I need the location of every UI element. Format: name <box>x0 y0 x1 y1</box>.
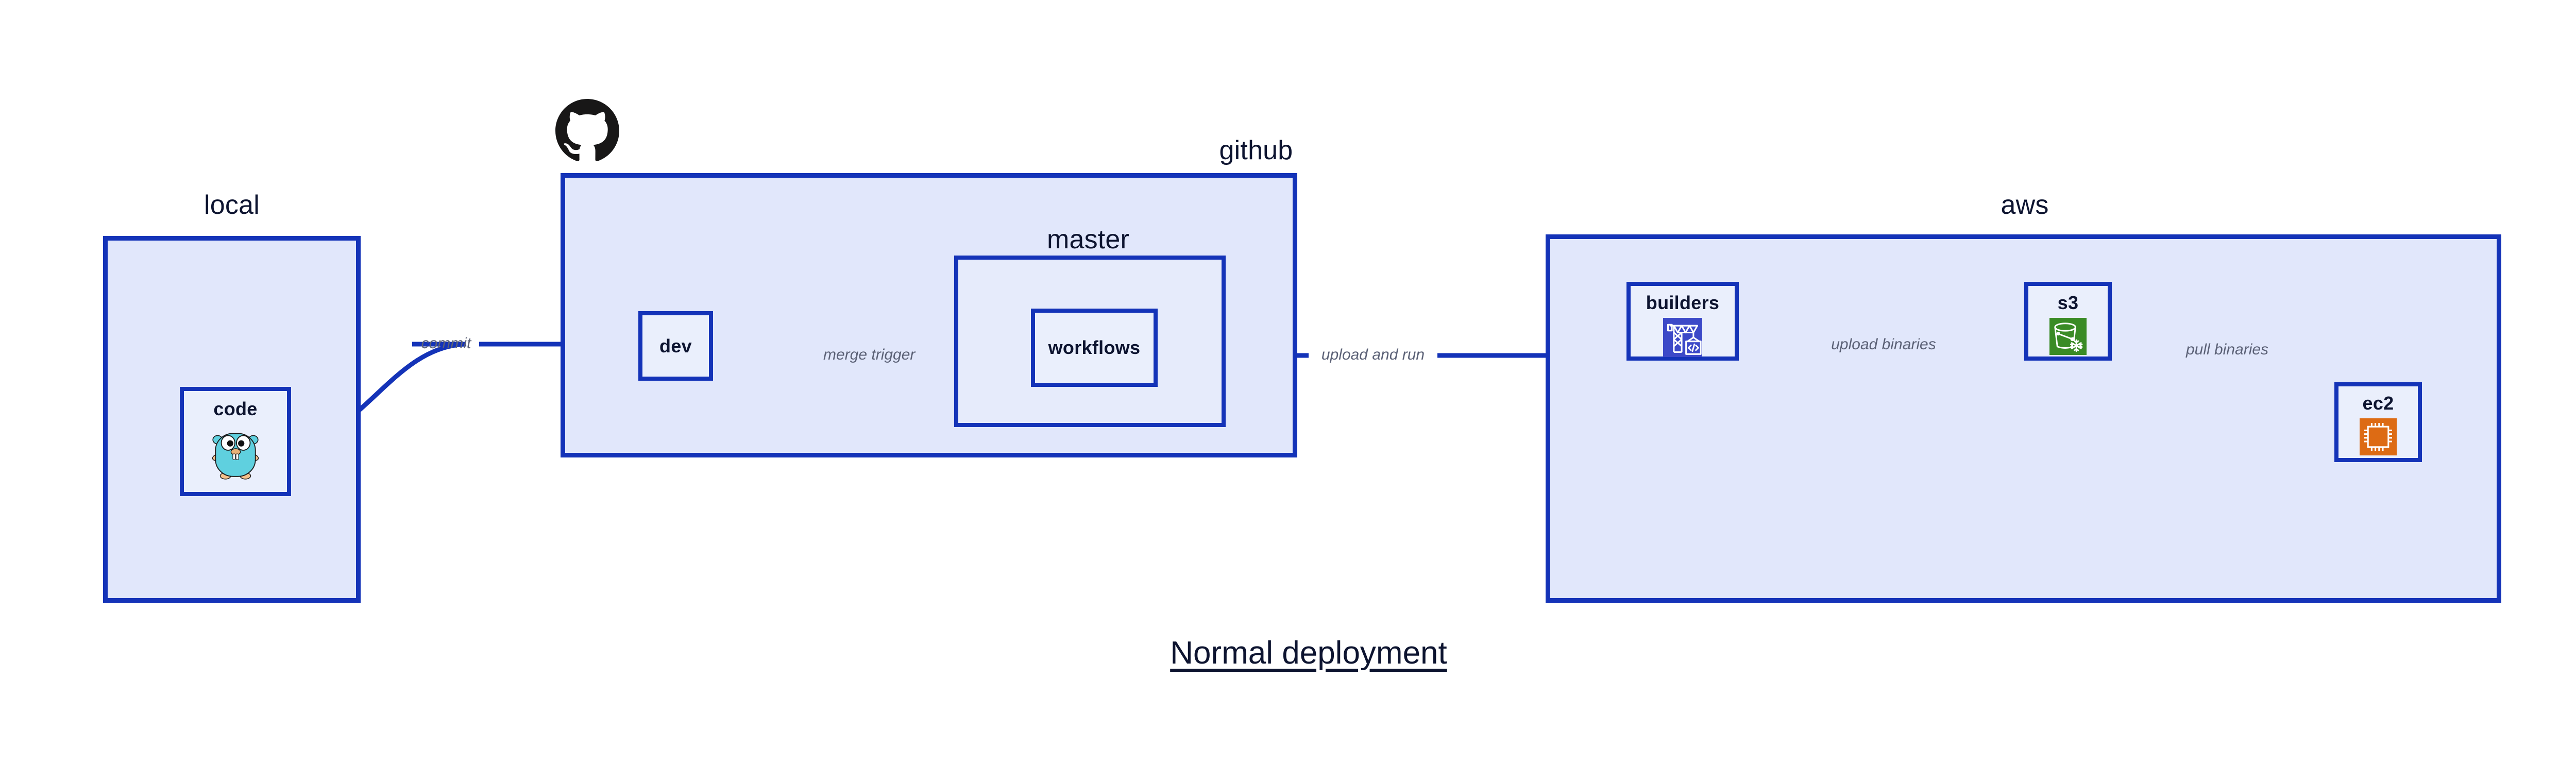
node-builders[interactable]: builders <box>1626 282 1739 361</box>
subgroup-label-master: master <box>1046 225 1130 254</box>
node-label-dev: dev <box>659 335 692 356</box>
group-github: dev master workflows <box>561 173 1297 457</box>
node-label-ec2: ec2 <box>2362 393 2394 414</box>
diagram-title: Normal deployment <box>1170 635 1447 671</box>
edge-label-upload-binaries: upload binaries <box>1831 336 1936 353</box>
edge-label-upload-and-run: upload and run <box>1321 346 1425 363</box>
subgroup-master: workflows <box>954 256 1226 427</box>
node-s3[interactable]: s3 <box>2024 282 2112 361</box>
node-dev[interactable]: dev <box>638 311 713 381</box>
edge-label-merge-trigger: merge trigger <box>823 346 916 363</box>
group-local: code <box>103 236 361 603</box>
group-label-github: github <box>1219 135 1293 165</box>
go-gopher-icon <box>207 424 264 482</box>
node-label-builders: builders <box>1646 292 1720 313</box>
aws-s3-glacier-icon <box>2049 318 2087 355</box>
node-label-workflows: workflows <box>1048 337 1141 358</box>
node-code[interactable]: code <box>180 387 291 496</box>
node-workflows[interactable]: workflows <box>1031 309 1158 387</box>
edge-label-commit: commit <box>421 335 471 352</box>
group-label-local: local <box>204 190 260 220</box>
group-label-aws: aws <box>2001 190 2049 220</box>
aws-ec2-icon <box>2360 418 2397 455</box>
group-aws: builders <box>1546 234 2501 603</box>
node-ec2[interactable]: ec2 <box>2334 382 2422 462</box>
edge-label-pull-binaries: pull binaries <box>2185 341 2269 358</box>
github-octocat-logo <box>555 99 619 163</box>
aws-codebuild-icon <box>1663 318 1702 357</box>
node-label-s3: s3 <box>2057 292 2079 313</box>
node-label-code: code <box>213 398 258 419</box>
